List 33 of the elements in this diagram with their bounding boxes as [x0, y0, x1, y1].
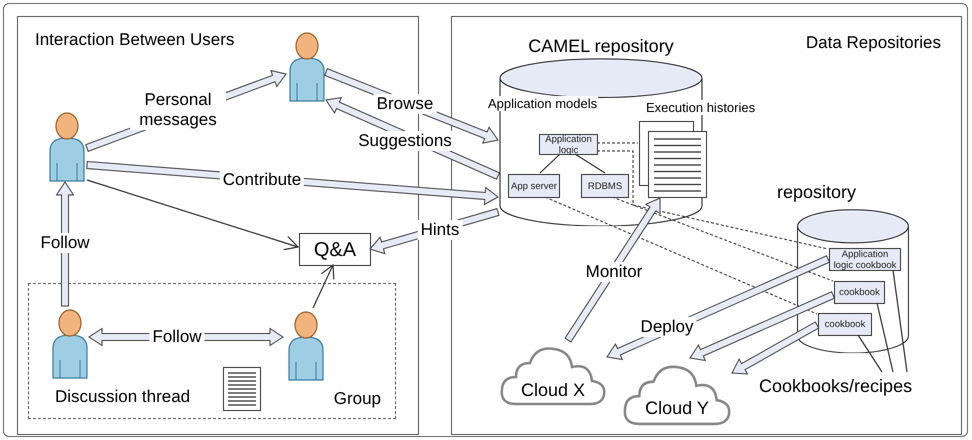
cloud-label: Cloud Y — [645, 397, 709, 420]
cookbooks-label: Cookbooks/recipes — [759, 373, 939, 397]
cloud-label: Cloud X — [520, 379, 586, 402]
repository-heading: repository — [777, 181, 856, 204]
connector-line — [540, 154, 560, 174]
panel-heading: Interaction Between Users — [35, 29, 234, 51]
arrow — [312, 264, 334, 308]
component-box: cookbook — [834, 281, 885, 304]
block-arrow — [731, 321, 820, 375]
component-box: cookbook — [818, 313, 872, 336]
connector-line — [858, 334, 882, 372]
component-box: App server — [508, 174, 560, 198]
arrow — [86, 179, 299, 250]
component-box: Application logic cookbook — [829, 248, 901, 271]
qa-box: Q&A — [299, 233, 371, 266]
component-box: Application logic — [539, 134, 598, 155]
connector-line — [876, 302, 894, 372]
dashed-line — [596, 150, 828, 250]
dashed-line — [544, 196, 818, 314]
edge-label: Hints — [418, 220, 462, 240]
repository-heading: CAMEL repository — [528, 35, 674, 58]
section-label: Execution histories — [645, 100, 756, 115]
section-label: Application models — [487, 96, 598, 111]
edge-label: Personal messages — [130, 90, 226, 130]
panel-heading: Data Repositories — [806, 32, 941, 54]
group-label: Group — [334, 388, 381, 410]
edge-label: Browse — [374, 94, 436, 114]
block-arrow — [689, 291, 836, 362]
connector-line — [574, 154, 606, 174]
connector-line — [892, 270, 908, 372]
dashed-line — [596, 142, 638, 144]
thread-label: Discussion thread — [55, 389, 190, 404]
component-box: RDBMS — [581, 174, 629, 198]
